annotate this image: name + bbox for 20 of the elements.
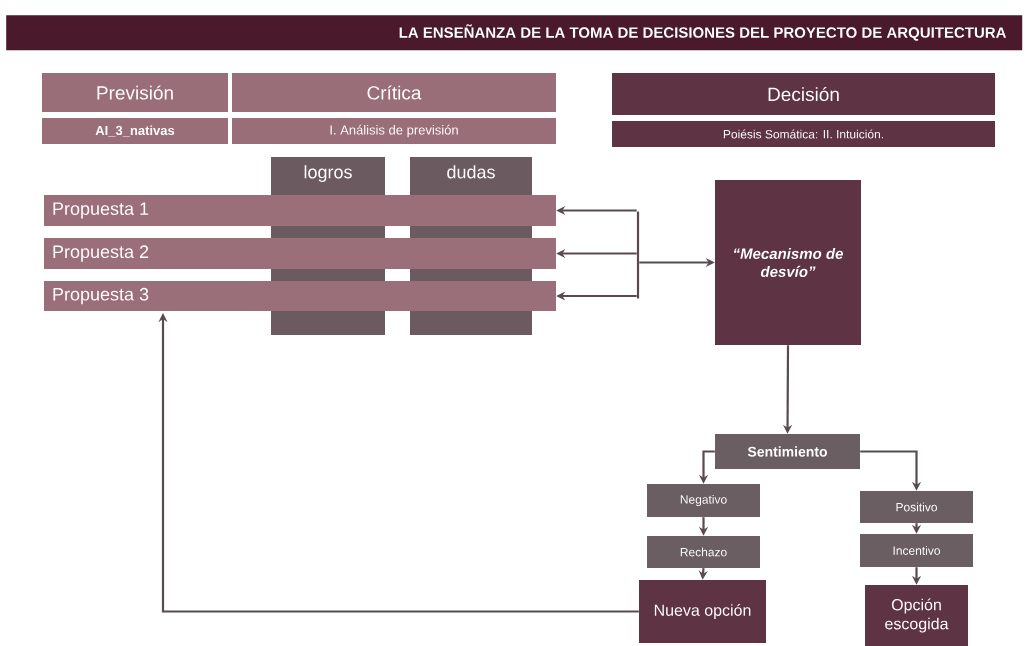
subheader-box: Poiésis Somática: II. Intuición. xyxy=(612,121,995,147)
process-box: Rechazo xyxy=(647,536,760,568)
subheader-box: I. Análisis de previsión xyxy=(232,118,556,144)
junction-bar xyxy=(636,211,640,299)
result-box: Nueva opción xyxy=(639,580,766,643)
process-box: Positivo xyxy=(860,491,973,523)
process-box: Sentimiento xyxy=(715,434,860,469)
header-box: Decisión xyxy=(612,73,995,115)
header-box: Crítica xyxy=(232,73,556,112)
result-box: Opción escogida xyxy=(865,585,968,646)
process-box: “Mecanismo de desvío” xyxy=(715,180,861,345)
proposal-bar: Propuesta 3 xyxy=(44,281,556,311)
arrow xyxy=(158,313,639,613)
proposal-bar: Propuesta 1 xyxy=(44,195,556,226)
subheader-box: AI_3_nativas xyxy=(42,118,228,144)
title-band: LA ENSEÑANZA DE LA TOMA DE DECISIONES DEL PROYECTO DE ARQUITECTURA xyxy=(6,15,1023,51)
process-box: Incentivo xyxy=(860,534,973,567)
process-box: Negativo xyxy=(647,484,760,517)
proposal-bar: Propuesta 2 xyxy=(44,238,556,269)
header-box: Previsión xyxy=(42,73,228,112)
